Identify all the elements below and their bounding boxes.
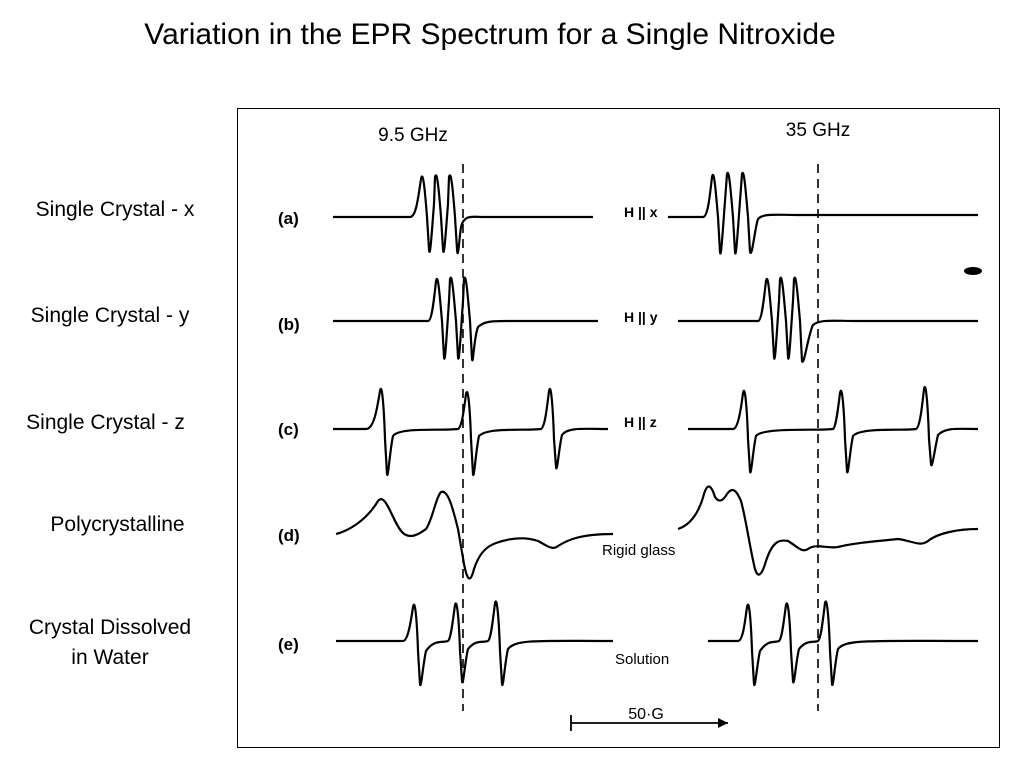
row-label-polycrystalline: Polycrystalline [50, 513, 185, 536]
scale-bar-label: 50·G [628, 706, 664, 723]
row-label-single-crystal-z: Single Crystal - z [26, 411, 185, 434]
spectrum-d-35ghz [677, 485, 979, 576]
epr-spectra-svg: 9.5 GHz 35 GHz (a) (b) (c) (d) (e) H || … [278, 120, 982, 731]
spectrum-c-9-5ghz [333, 387, 609, 477]
freq-label-9-5ghz: 9.5 GHz [378, 125, 448, 146]
epr-spectra-figure: 9.5 GHz 35 GHz (a) (b) (c) (d) (e) H || … [237, 108, 1000, 748]
spectrum-e-35ghz [708, 600, 979, 687]
panel-tag-a: (a) [278, 209, 299, 228]
row-label-single-crystal-y: Single Crystal - y [30, 304, 190, 327]
label-solution: Solution [615, 651, 669, 668]
panel-tag-b: (b) [278, 315, 300, 334]
label-rigid-glass: Rigid glass [602, 542, 675, 559]
ink-smudge [964, 267, 982, 275]
scale-bar-arrowhead [718, 718, 728, 728]
scale-bar [570, 715, 728, 731]
label-h-parallel-z: H || z [624, 414, 657, 430]
spectrum-b-9-5ghz [333, 276, 598, 362]
spectrum-d-9-5ghz [335, 490, 614, 580]
row-label-single-crystal-x: Single Crystal - x [35, 198, 195, 221]
freq-label-35ghz: 35 GHz [786, 120, 850, 141]
row-label-crystal-dissolved-line2: in Water [71, 646, 149, 669]
spectrum-c-35ghz [688, 385, 979, 474]
label-h-parallel-y: H || y [624, 309, 658, 325]
spectrum-e-9-5ghz [336, 600, 614, 687]
spectrum-a-35ghz [668, 171, 978, 255]
label-h-parallel-x: H || x [624, 204, 658, 220]
row-label-crystal-dissolved: Crystal Dissolved in Water [5, 613, 215, 673]
page-title: Variation in the EPR Spectrum for a Sing… [144, 18, 836, 51]
row-label-crystal-dissolved-line1: Crystal Dissolved [28, 616, 192, 639]
panel-tag-e: (e) [278, 635, 299, 654]
spectrum-a-9-5ghz [333, 174, 593, 255]
panel-tag-c: (c) [278, 420, 299, 439]
panel-tag-d: (d) [278, 526, 300, 545]
spectrum-b-35ghz [678, 276, 978, 363]
